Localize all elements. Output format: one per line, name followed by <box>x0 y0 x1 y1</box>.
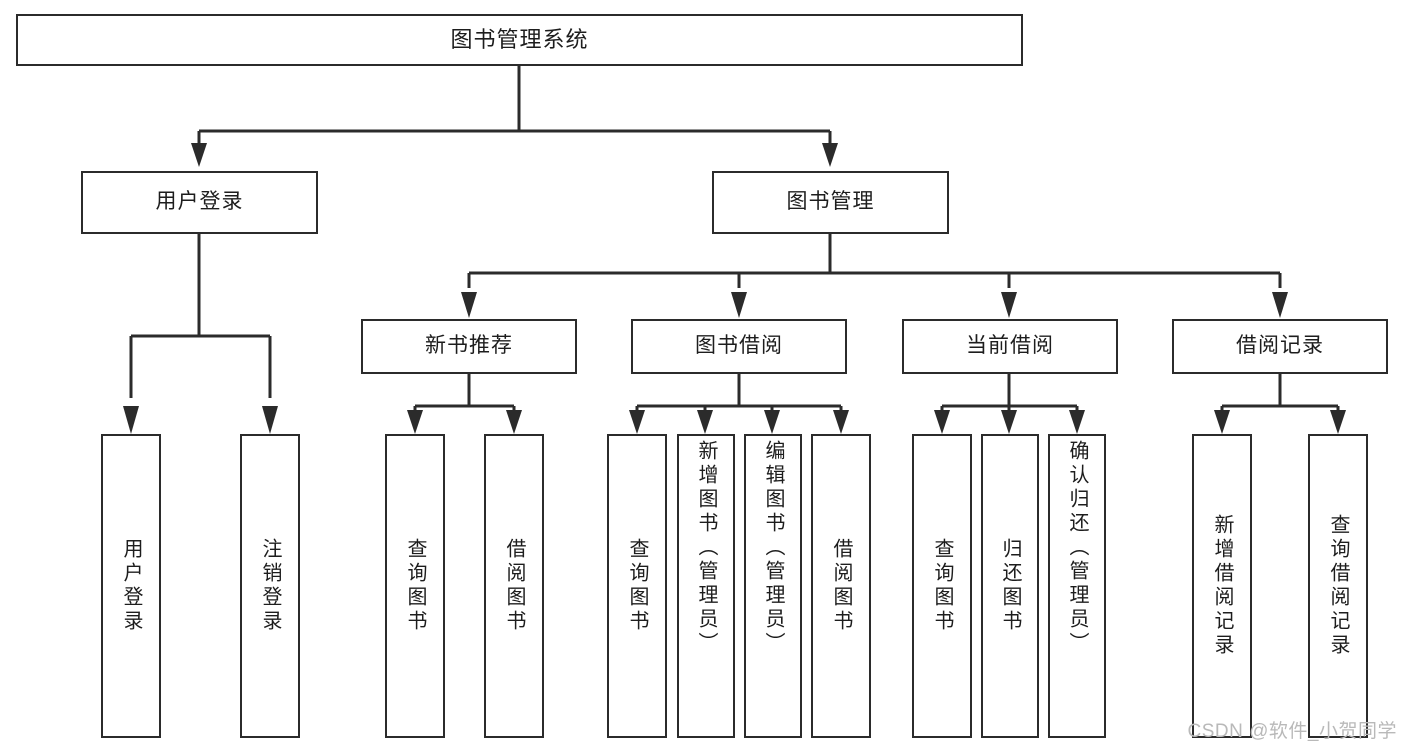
leaf-logout-login-label: 注销登录 <box>259 538 281 634</box>
arrow-userlogin-leaf-2 <box>262 406 278 434</box>
leaf-add-book-label: 新增图书（管理员） <box>695 440 717 656</box>
node-book-borrow[interactable]: 图书借阅 <box>631 319 847 374</box>
leaf-query-book-2[interactable]: 查询图书 <box>607 434 667 738</box>
leaf-query-record[interactable]: 查询借阅记录 <box>1308 434 1368 738</box>
node-user-login-label: 用户登录 <box>155 190 244 214</box>
node-user-login[interactable]: 用户登录 <box>81 171 318 234</box>
leaf-add-record[interactable]: 新增借阅记录 <box>1192 434 1252 738</box>
leaf-confirm-return[interactable]: 确认归还（管理员） <box>1048 434 1106 738</box>
leaf-borrow-book-1[interactable]: 借阅图书 <box>484 434 544 738</box>
node-book-manage-label: 图书管理 <box>786 190 875 214</box>
arrow-bookborrow-leaf-3 <box>764 410 780 434</box>
node-root[interactable]: 图书管理系统 <box>16 14 1023 66</box>
arrow-newbook-leaf-1 <box>407 410 423 434</box>
leaf-user-login-label: 用户登录 <box>120 538 142 634</box>
leaf-borrow-book-2[interactable]: 借阅图书 <box>811 434 871 738</box>
leaf-query-book-1-label: 查询图书 <box>404 538 426 634</box>
leaf-query-book-2-label: 查询图书 <box>626 538 648 634</box>
leaf-logout-login[interactable]: 注销登录 <box>240 434 300 738</box>
arrow-bookborrow-leaf-1 <box>629 410 645 434</box>
arrow-currentborrow-leaf-2 <box>1001 410 1017 434</box>
leaf-return-book-label: 归还图书 <box>999 538 1021 634</box>
leaf-add-book[interactable]: 新增图书（管理员） <box>677 434 735 738</box>
leaf-edit-book[interactable]: 编辑图书（管理员） <box>744 434 802 738</box>
leaf-confirm-return-label: 确认归还（管理员） <box>1066 440 1088 656</box>
arrow-newbook-leaf-2 <box>506 410 522 434</box>
leaf-query-book-3[interactable]: 查询图书 <box>912 434 972 738</box>
arrow-bookmanage-new-book <box>461 292 477 318</box>
arrow-bookborrow-leaf-4 <box>833 410 849 434</box>
node-book-manage[interactable]: 图书管理 <box>712 171 949 234</box>
leaf-query-book-1[interactable]: 查询图书 <box>385 434 445 738</box>
leaf-user-login[interactable]: 用户登录 <box>101 434 161 738</box>
arrow-borrowrecord-leaf-2 <box>1330 410 1346 434</box>
arrow-currentborrow-leaf-3 <box>1069 410 1085 434</box>
arrow-bookborrow-leaf-2 <box>697 410 713 434</box>
arrow-root-to-book-manage <box>822 143 838 167</box>
csdn-watermark: CSDN @软件_小贺同学 <box>1187 721 1397 742</box>
arrow-borrowrecord-leaf-1 <box>1214 410 1230 434</box>
arrow-bookmanage-book-borrow <box>731 292 747 318</box>
node-book-borrow-label: 图书借阅 <box>695 334 783 358</box>
leaf-edit-book-label: 编辑图书（管理员） <box>762 440 784 656</box>
node-new-book-recommend[interactable]: 新书推荐 <box>361 319 577 374</box>
arrow-bookmanage-borrow-record <box>1272 292 1288 318</box>
node-borrow-record[interactable]: 借阅记录 <box>1172 319 1388 374</box>
leaf-query-book-3-label: 查询图书 <box>931 538 953 634</box>
leaf-borrow-book-2-label: 借阅图书 <box>830 538 852 634</box>
node-new-book-recommend-label: 新书推荐 <box>425 334 513 358</box>
arrow-root-to-user-login <box>191 143 207 167</box>
node-current-borrow-label: 当前借阅 <box>966 334 1054 358</box>
arrow-currentborrow-leaf-1 <box>934 410 950 434</box>
node-borrow-record-label: 借阅记录 <box>1236 334 1324 358</box>
leaf-borrow-book-1-label: 借阅图书 <box>503 538 525 634</box>
arrow-bookmanage-current-borrow <box>1001 292 1017 318</box>
leaf-query-record-label: 查询借阅记录 <box>1327 514 1349 658</box>
arrow-userlogin-leaf-1 <box>123 406 139 434</box>
leaf-add-record-label: 新增借阅记录 <box>1211 514 1233 658</box>
node-current-borrow[interactable]: 当前借阅 <box>902 319 1118 374</box>
node-root-label: 图书管理系统 <box>450 27 589 53</box>
leaf-return-book[interactable]: 归还图书 <box>981 434 1039 738</box>
